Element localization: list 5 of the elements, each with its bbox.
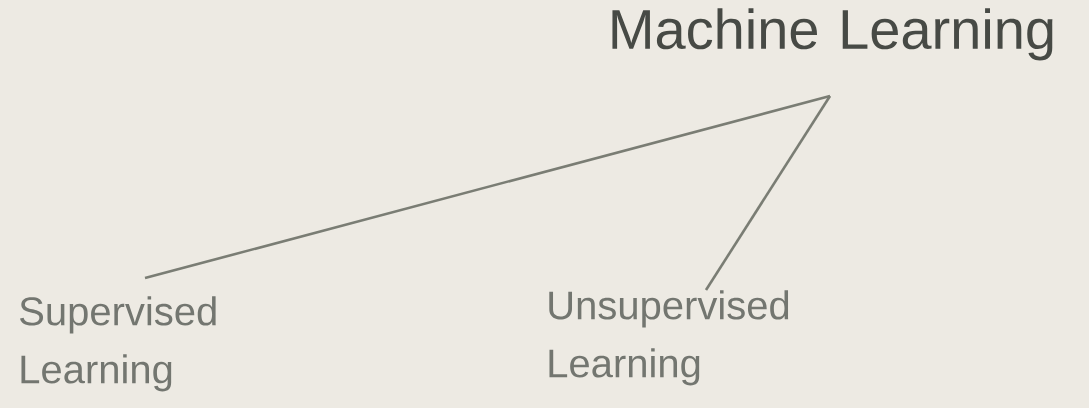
node-label: Unsupervised Learning (549, 290, 789, 386)
connector-line (704, 95, 832, 291)
title-text: Machine Learning (612, 8, 1053, 61)
node-label: Supervised Learning (20, 296, 216, 392)
connector-line (144, 94, 831, 280)
